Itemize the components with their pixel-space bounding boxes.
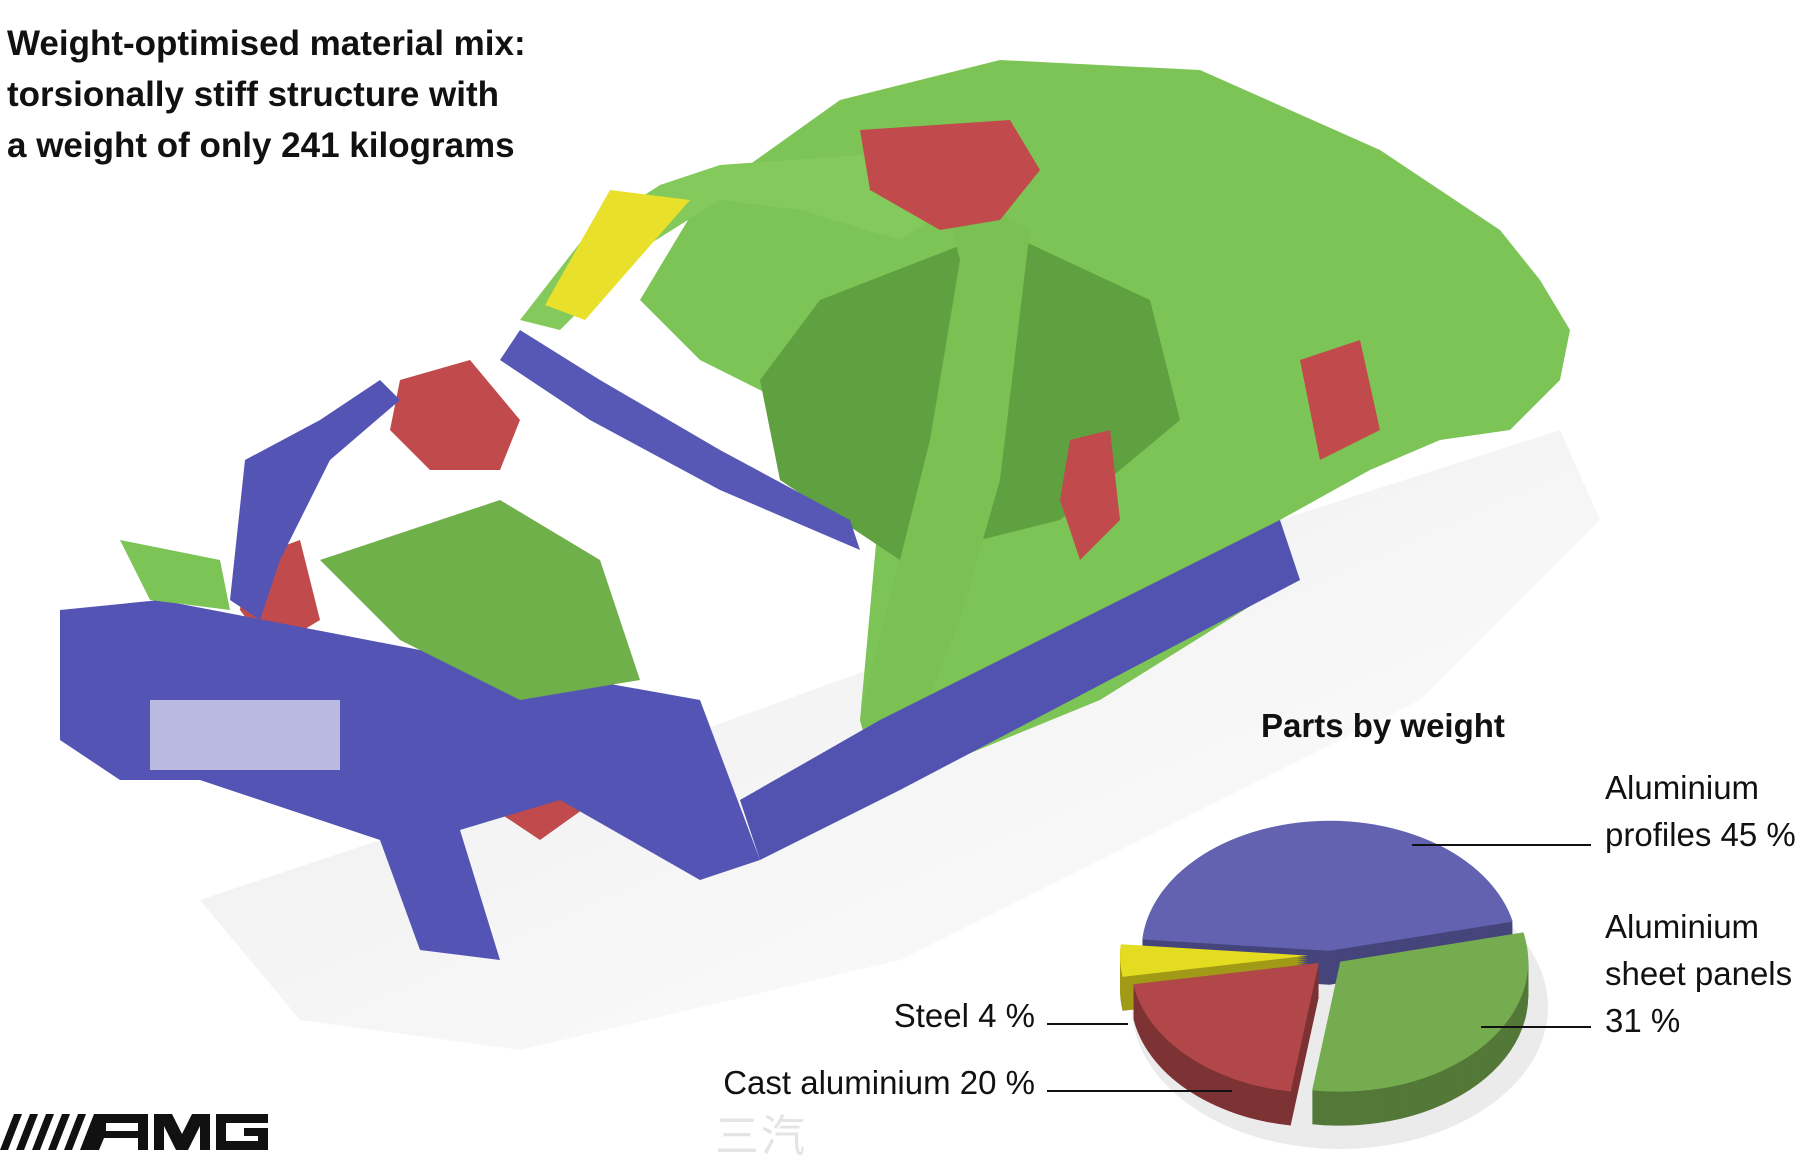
front-bumper-opening — [150, 700, 340, 770]
cast-node-rear — [1300, 340, 1380, 460]
label-line: profiles 45 % — [1605, 816, 1796, 853]
pie-slice-top — [1312, 932, 1529, 1092]
sill-profile — [740, 520, 1300, 860]
headline-line-3: a weight of only 241 kilograms — [7, 126, 515, 165]
headline: Weight-optimised material mix: torsional… — [7, 18, 526, 171]
label-line: Aluminium — [1605, 769, 1760, 806]
label-line: 31 % — [1605, 1002, 1681, 1039]
front-apron-green — [320, 500, 640, 700]
label-steel: Steel 4 % — [894, 992, 1035, 1039]
pie-slice-aluminium-sheet-panels — [1312, 932, 1529, 1126]
label-line: Steel 4 % — [893, 997, 1035, 1034]
label-line: sheet panels — [1605, 955, 1793, 992]
pie-slice-top — [1142, 820, 1513, 951]
steel-a-pillar — [545, 190, 690, 320]
roof-frame — [520, 155, 960, 330]
front-frame-profiles — [60, 600, 760, 960]
cast-node-roof — [860, 120, 1040, 230]
label-aluminium-profiles: Aluminium profiles 45 % — [1605, 764, 1796, 858]
door-frame — [860, 180, 1030, 790]
amg-logo — [0, 1114, 268, 1150]
front-lower-green — [120, 540, 230, 610]
label-line: Cast aluminium 20 % — [723, 1064, 1035, 1101]
pie-slice-top — [1120, 944, 1309, 977]
cast-node-door — [1060, 430, 1120, 560]
headline-line-1: Weight-optimised material mix: — [7, 24, 526, 63]
cast-node-front-left — [390, 360, 520, 470]
pie-chart-title: Parts by weight — [1261, 707, 1505, 744]
headline-line-2: torsionally stiff structure with — [7, 75, 499, 114]
watermark: 三汽 — [715, 1112, 807, 1161]
pie-slice-top — [1133, 962, 1319, 1092]
label-cast-aluminium: Cast aluminium 20 % — [723, 1059, 1035, 1106]
windscreen-cross-member — [500, 330, 860, 550]
label-aluminium-sheet-panels: Aluminium sheet panels 31 % — [1605, 903, 1792, 1044]
front-crash-frame — [230, 380, 400, 620]
label-line: Aluminium — [1605, 908, 1760, 945]
pie-slice-cast-aluminium — [1133, 962, 1319, 1126]
